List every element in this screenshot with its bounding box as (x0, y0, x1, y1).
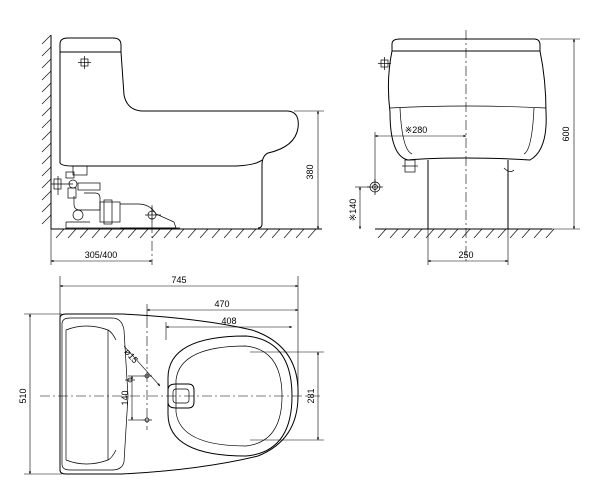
plan-tank-curves (65, 325, 109, 465)
plan-seat (167, 335, 293, 457)
bowl-bottom (59, 159, 263, 167)
plan-tank (61, 317, 129, 471)
plan-hinge (167, 383, 195, 409)
dim-408-label: 408 (221, 316, 236, 326)
dim-510-label: 510 (18, 388, 28, 403)
mount-point-left (125, 377, 135, 383)
dia-15-leader (123, 345, 161, 387)
bowl-front (257, 110, 299, 229)
tank-lid (59, 37, 122, 53)
dim-380-label: 380 (305, 164, 315, 179)
front-base-detail (503, 167, 515, 172)
tank-cross-mark (78, 56, 91, 69)
dim-280-label: ※280 (405, 125, 428, 135)
dim-745-label: 745 (171, 275, 186, 285)
plan-tank-inner (65, 329, 117, 461)
side-view: 380 305/400 (41, 34, 324, 265)
dim-281-label: 281 (306, 388, 316, 403)
front-cross-mark (378, 57, 391, 70)
dim-470-label: 470 (214, 299, 229, 309)
front-seat-line (389, 105, 547, 109)
floor-hatch (55, 228, 317, 239)
dim-140-label: ※140 (348, 199, 358, 222)
front-floor-hatch (377, 228, 555, 239)
wall-hatch (41, 34, 52, 225)
front-base (427, 160, 509, 229)
tank-body (59, 51, 288, 163)
front-valve (402, 159, 418, 173)
front-lid (391, 38, 541, 52)
plan-outline (59, 313, 299, 475)
front-body (387, 50, 547, 161)
front-inner-lines (399, 107, 535, 155)
dim-140-plan-label: 140 (120, 390, 130, 405)
dim-250-label: 250 (458, 250, 473, 260)
supply-valve (51, 165, 88, 199)
plan-view: ø15 745 470 408 140 510 281 (18, 275, 324, 475)
dim-600-label: 600 (561, 126, 571, 141)
dim-305-400-label: 305/400 (85, 250, 118, 260)
front-view: ※280 600 ※140 250 (348, 30, 580, 265)
drain-pipe (65, 182, 180, 229)
